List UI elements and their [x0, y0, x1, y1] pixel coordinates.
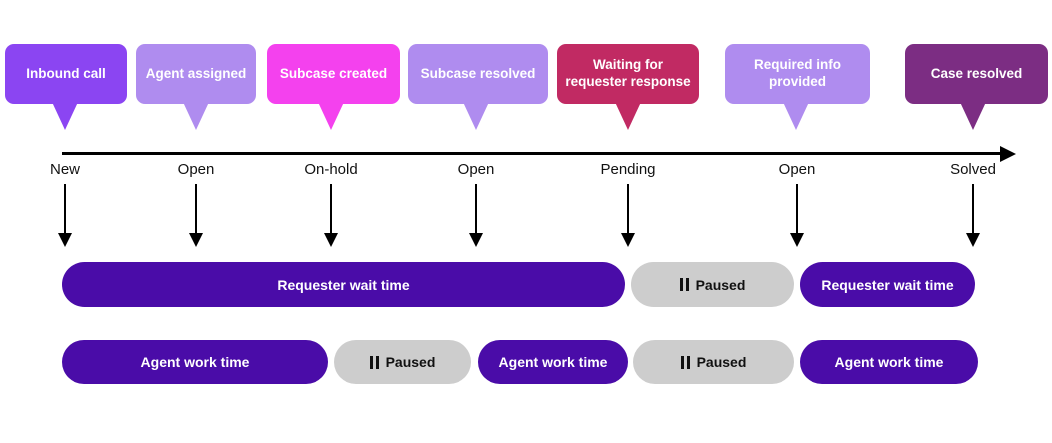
pause-bar	[685, 278, 689, 291]
bar-label: Agent work time	[140, 354, 250, 370]
down-arrow-icon	[621, 184, 635, 247]
milestone-bubble-subcase-created: Subcase created	[267, 44, 400, 104]
down-arrow-icon	[58, 184, 72, 247]
arrow-shaft	[330, 184, 332, 234]
arrow-shaft	[64, 184, 66, 234]
status-label-solved: Solved	[950, 161, 996, 178]
bar-label: Agent work time	[834, 354, 944, 370]
milestone-bubble-required-info-provided: Required info provided	[725, 44, 870, 104]
bar-label: Requester wait time	[821, 276, 954, 293]
status-label-new: New	[49, 161, 81, 178]
milestone-bubble-agent-assigned: Agent assigned	[136, 44, 256, 104]
arrow-head	[469, 233, 483, 247]
status-label-open-3: Open	[778, 161, 816, 178]
arrow-shaft	[475, 184, 477, 234]
arrow-shaft	[627, 184, 629, 234]
status-label-on-hold: On-hold	[304, 161, 358, 178]
milestone-bubble-waiting-for-requester-response: Waiting for requester response	[557, 44, 699, 104]
down-arrow-icon	[790, 184, 804, 247]
agent-work-time-bar: Agent work time	[478, 340, 628, 384]
milestone-label: Subcase resolved	[420, 65, 536, 81]
pause-icon	[679, 278, 689, 291]
status-label-open-1: Open	[177, 161, 215, 178]
bar-label: Agent work time	[498, 354, 608, 370]
requester-wait-time-bar: Requester wait time	[800, 262, 975, 307]
milestone-label: Case resolved	[930, 65, 1023, 81]
milestone-label: Agent assigned	[145, 65, 247, 81]
bubble-tail	[318, 102, 344, 130]
status-label-pending: Pending	[600, 161, 656, 178]
milestone-label: Subcase created	[279, 65, 388, 81]
arrow-shaft	[195, 184, 197, 234]
down-arrow-icon	[469, 184, 483, 247]
requester-paused-bar: Paused	[631, 262, 794, 307]
bubble-tail	[960, 102, 986, 130]
arrow-head	[621, 233, 635, 247]
agent-work-time-bar: Agent work time	[800, 340, 978, 384]
milestone-label: Inbound call	[26, 65, 106, 81]
bar-label: Paused	[385, 354, 436, 370]
down-arrow-icon	[966, 184, 980, 247]
down-arrow-icon	[324, 184, 338, 247]
arrow-head	[790, 233, 804, 247]
pause-bar	[686, 355, 690, 369]
agent-paused-bar: Paused	[633, 340, 794, 384]
milestone-label: Required info provided	[754, 57, 841, 89]
arrow-head	[58, 233, 72, 247]
bubble-tail	[783, 102, 809, 130]
requester-wait-time-bar: Requester wait time	[62, 262, 625, 307]
milestone-bubble-inbound-call: Inbound call	[5, 44, 127, 104]
milestone-bubble-subcase-resolved: Subcase resolved	[408, 44, 548, 104]
timeline-axis	[62, 152, 1002, 155]
arrow-head	[189, 233, 203, 247]
pause-icon	[680, 355, 690, 369]
pause-bar	[375, 355, 379, 369]
bubble-tail	[463, 102, 489, 130]
arrow-head	[324, 233, 338, 247]
arrow-head	[966, 233, 980, 247]
bubble-tail	[615, 102, 641, 130]
pause-bar	[369, 355, 373, 369]
bar-label: Requester wait time	[277, 276, 410, 293]
arrow-shaft	[796, 184, 798, 234]
bubble-tail	[52, 102, 78, 130]
pause-bar	[679, 278, 683, 291]
bar-label: Paused	[696, 354, 747, 370]
agent-work-time-bar: Agent work time	[62, 340, 328, 384]
down-arrow-icon	[189, 184, 203, 247]
milestone-bubble-case-resolved: Case resolved	[905, 44, 1048, 104]
bar-label: Paused	[695, 276, 746, 293]
status-label-open-2: Open	[457, 161, 495, 178]
agent-paused-bar: Paused	[334, 340, 471, 384]
milestone-label: Waiting for requester response	[565, 57, 691, 89]
bubble-tail	[183, 102, 209, 130]
pause-icon	[369, 355, 379, 369]
arrow-shaft	[972, 184, 974, 234]
pause-bar	[680, 355, 684, 369]
timeline-arrowhead-icon	[1000, 146, 1016, 162]
